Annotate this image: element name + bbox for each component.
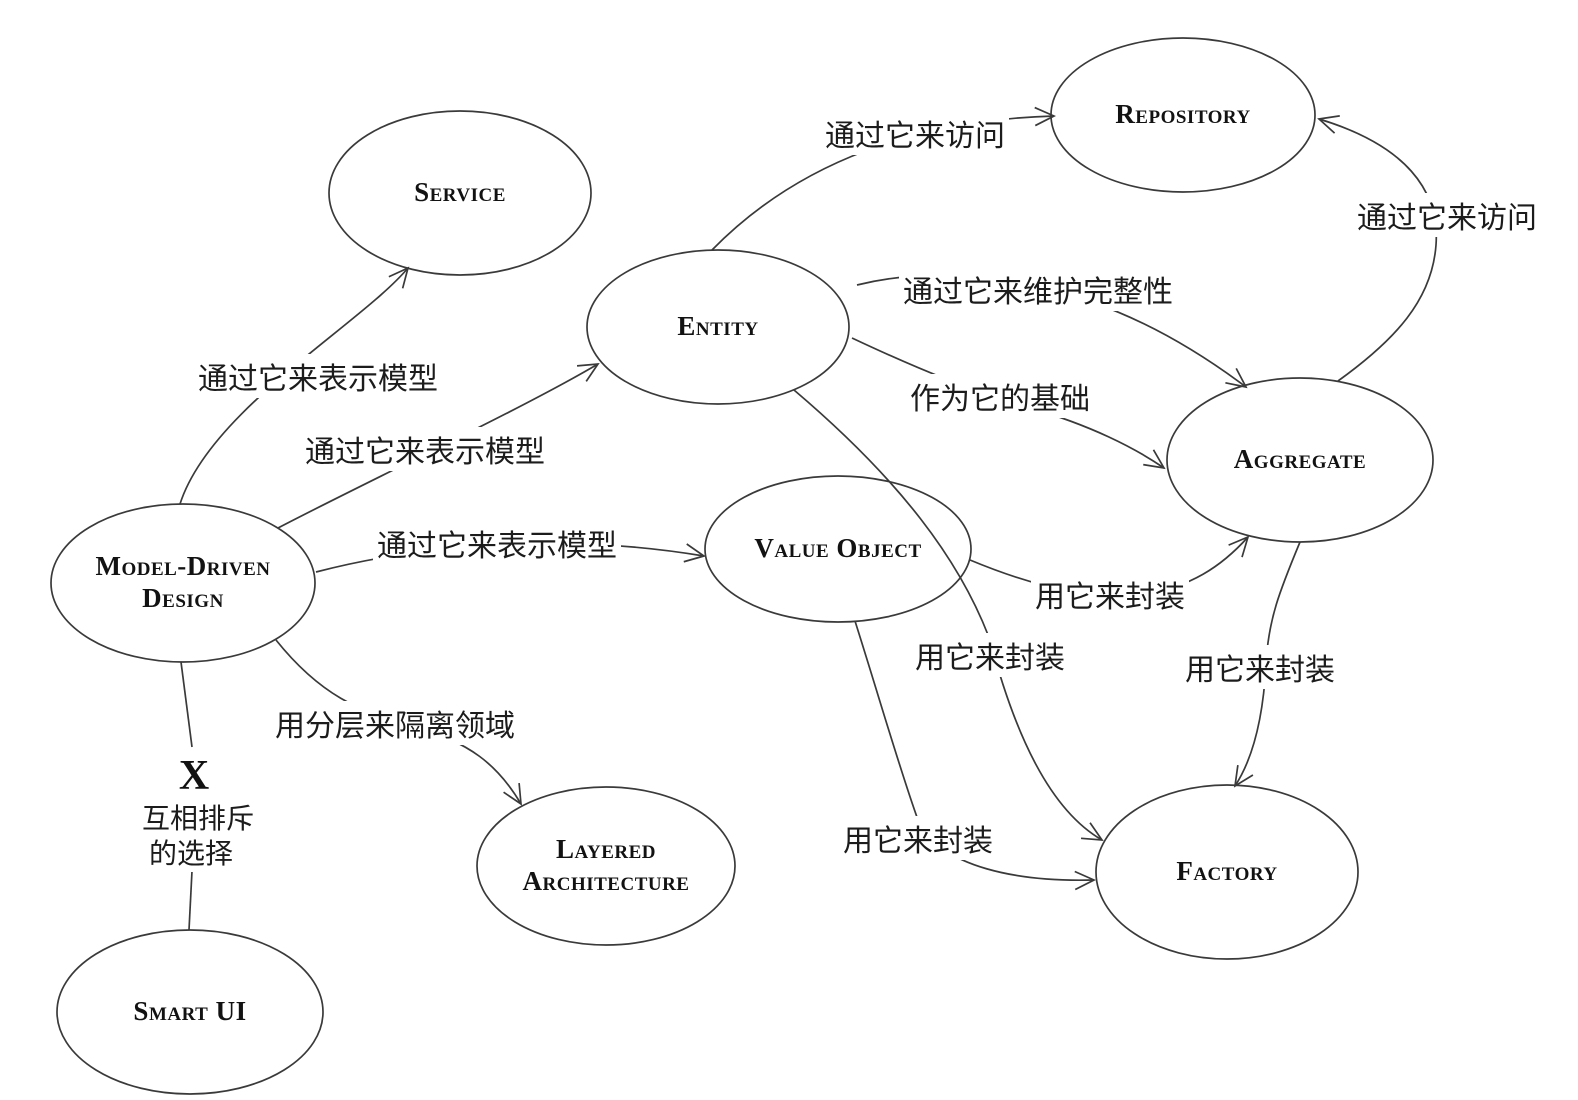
exclusion-line-top bbox=[180, 661, 193, 748]
node-smart-ui bbox=[56, 929, 324, 1095]
edge-layer bbox=[179, 106, 1438, 931]
edge-aggregate-repository bbox=[1317, 115, 1438, 382]
node-layered-architecture bbox=[476, 786, 736, 946]
edge-model-driven-design-service bbox=[179, 266, 410, 505]
exclusion-line-bottom bbox=[188, 870, 193, 931]
node-value-object bbox=[704, 475, 972, 623]
edge-value-object-aggregate bbox=[969, 535, 1250, 597]
node-repository bbox=[1050, 37, 1316, 193]
edge-entity-factory bbox=[793, 389, 1104, 841]
node-factory bbox=[1095, 784, 1359, 960]
node-model-driven-design bbox=[50, 503, 316, 663]
node-aggregate bbox=[1166, 377, 1434, 543]
edge-model-driven-design-layered-architecture bbox=[275, 639, 523, 806]
node-service bbox=[328, 110, 592, 276]
edge-value-object-factory bbox=[854, 620, 1096, 891]
edge-entity-repository bbox=[711, 106, 1056, 251]
edge-entity-aggregate-basis bbox=[851, 337, 1166, 470]
edge-model-driven-design-value-object bbox=[315, 542, 706, 573]
node-layer bbox=[50, 37, 1434, 1095]
node-entity bbox=[586, 249, 850, 405]
edge-entity-aggregate-integrity bbox=[856, 274, 1248, 389]
edge-model-driven-design-entity bbox=[277, 362, 600, 529]
edge-aggregate-factory bbox=[1233, 541, 1301, 788]
